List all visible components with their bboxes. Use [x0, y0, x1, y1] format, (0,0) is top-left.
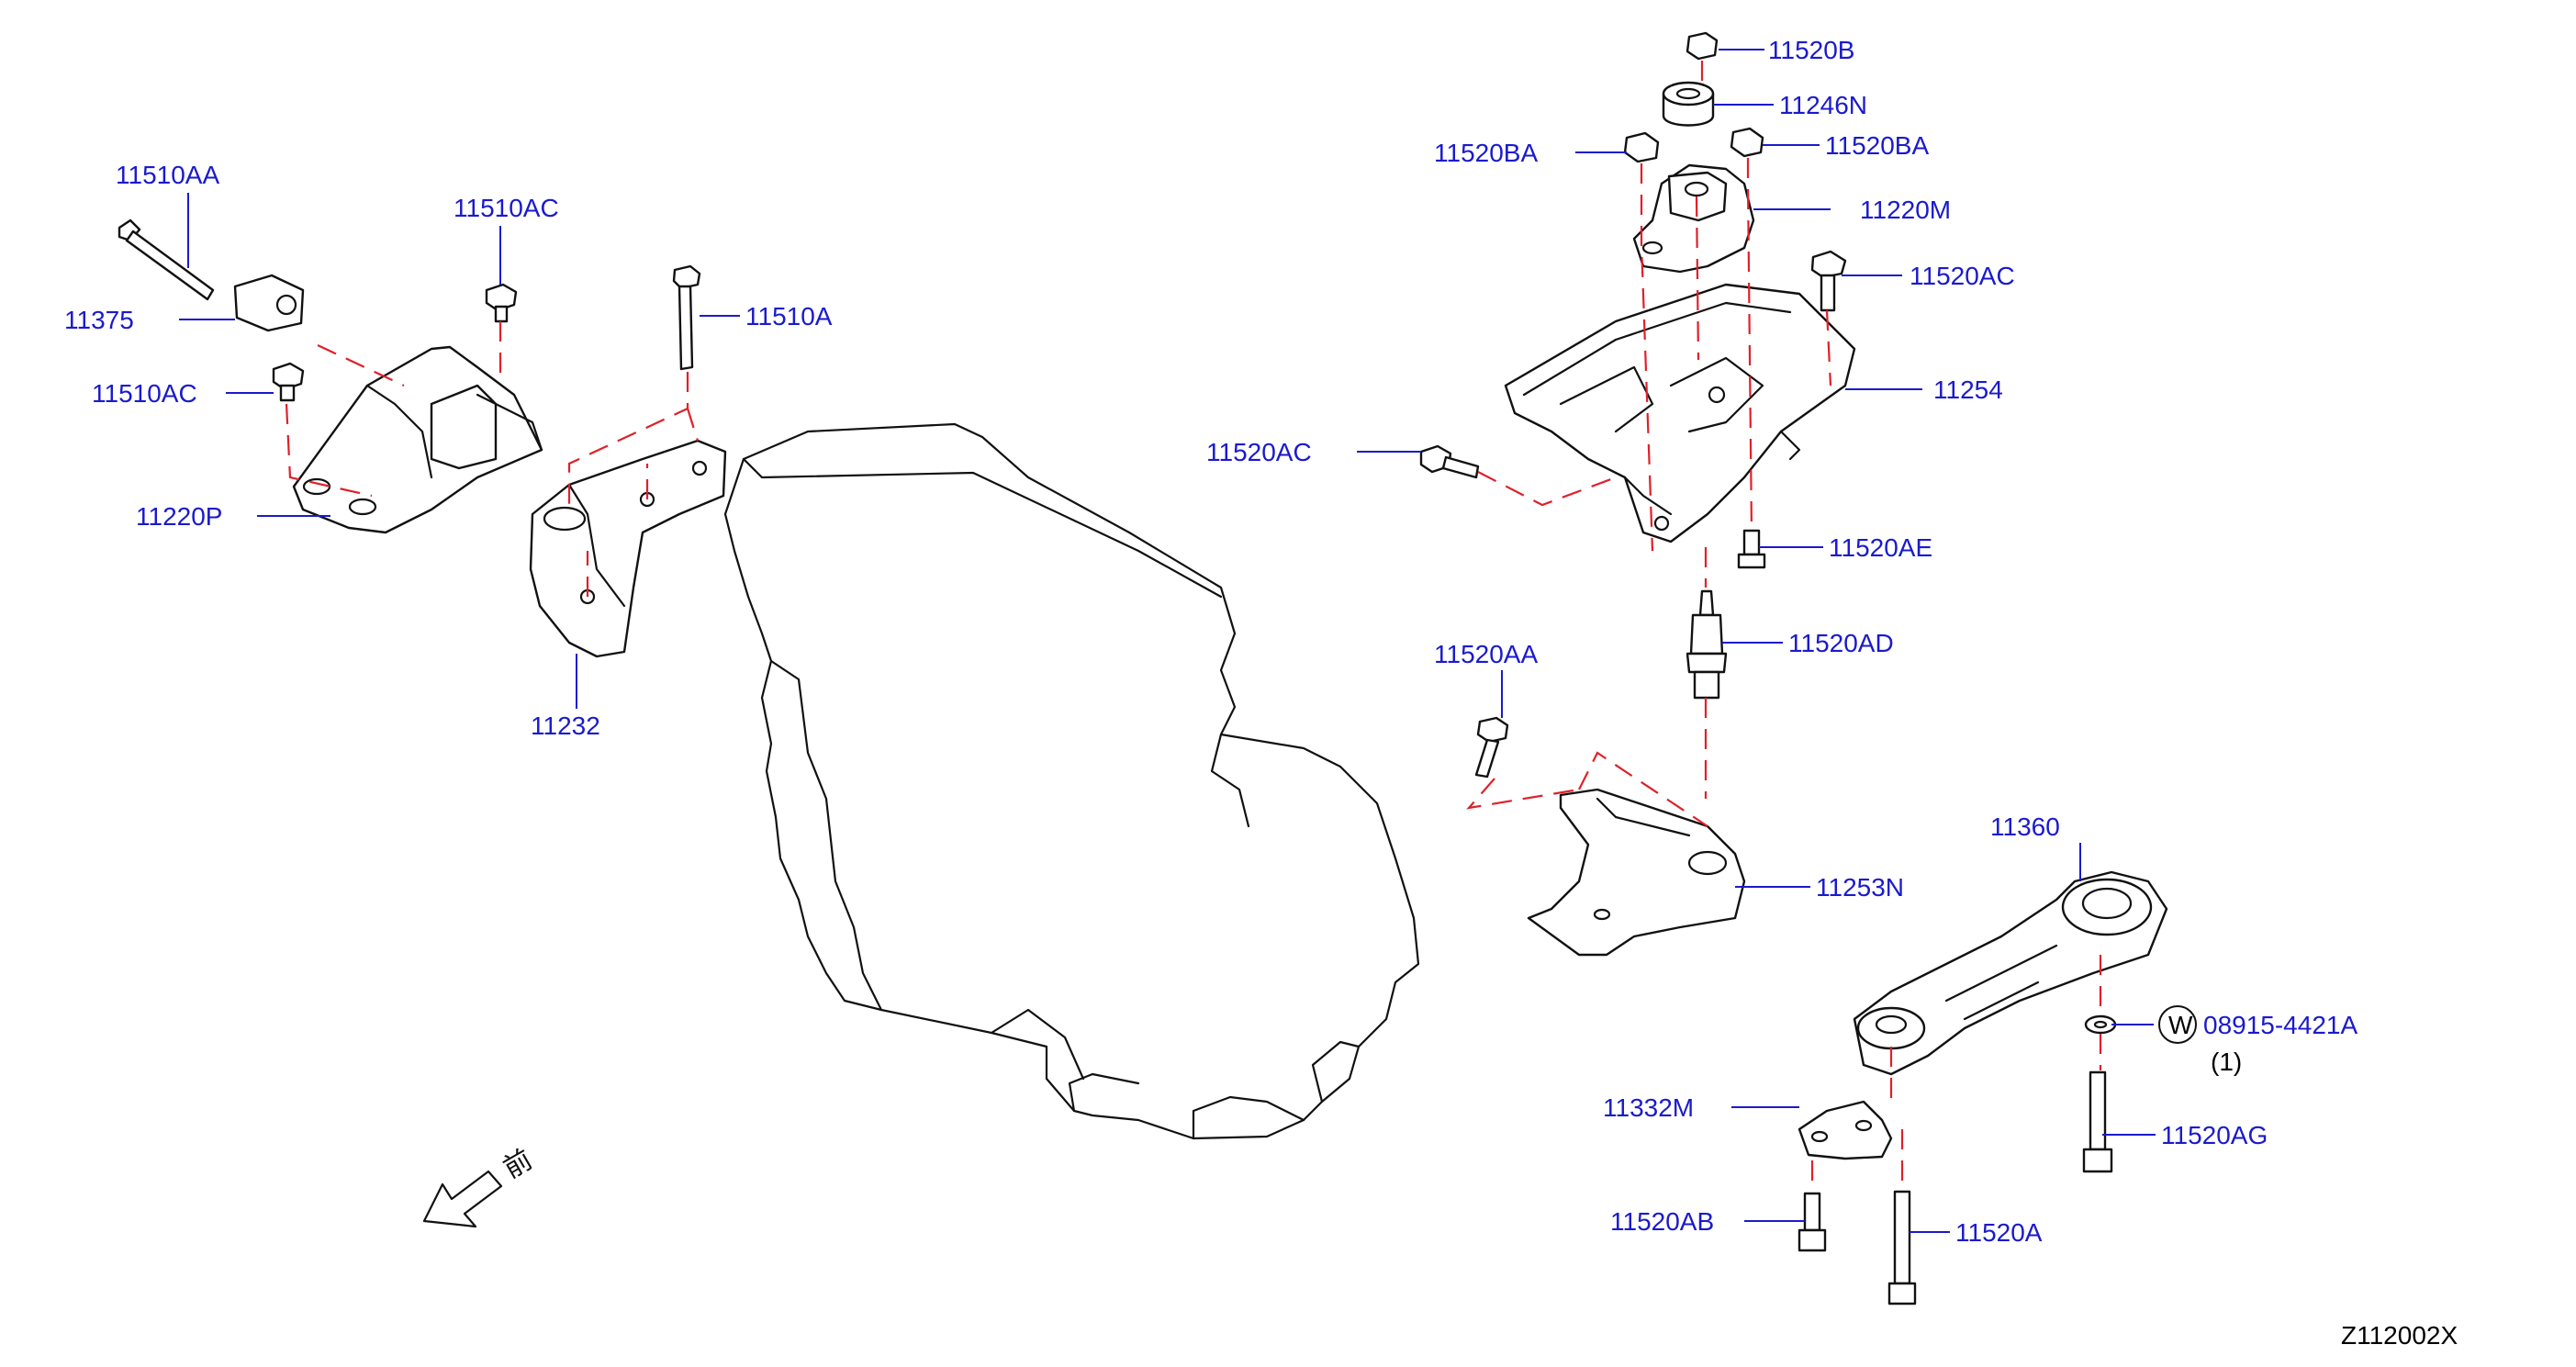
nut-11520BA-left — [1623, 131, 1660, 163]
mount-11220M — [1632, 163, 1755, 274]
bolt-11510A — [672, 264, 701, 371]
label-11520AG[interactable]: 11520AG — [2161, 1121, 2268, 1149]
bracket-11253N — [1527, 788, 1746, 957]
part-labels: 11510AA 11375 11510AC 11510AC 11220P 115… — [64, 36, 2358, 1247]
front-arrow-icon — [422, 1170, 503, 1228]
bolt-11520AE — [1737, 529, 1766, 569]
label-11253N[interactable]: 11253N — [1816, 873, 1904, 902]
torque-rod-11360 — [1853, 870, 2168, 1076]
label-11520AC-left[interactable]: 11520AC — [1206, 438, 1312, 466]
label-11520A[interactable]: 11520A — [1955, 1218, 2043, 1247]
bolt-11510AA — [118, 218, 215, 301]
label-11520AE[interactable]: 11520AE — [1829, 533, 1932, 562]
nut-11520BA-right — [1730, 127, 1764, 158]
bolt-11520AG — [2082, 1070, 2113, 1173]
front-arrow: 前 — [422, 1144, 538, 1228]
washer-symbol-circle — [2158, 1005, 2197, 1044]
nut-11520B — [1686, 31, 1719, 61]
leader-lines — [179, 49, 2156, 1233]
bolt-11520AB — [1798, 1192, 1827, 1252]
bolt-11520AC-left — [1419, 444, 1480, 479]
label-11520AD[interactable]: 11520AD — [1788, 629, 1894, 657]
clip-11375 — [233, 274, 305, 332]
washer-symbol: W — [2168, 1011, 2193, 1039]
diagram-id: Z112002X — [2341, 1321, 2458, 1350]
label-11375[interactable]: 11375 — [64, 306, 134, 334]
label-11220M[interactable]: 11220M — [1860, 196, 1951, 224]
label-11510AC-upper[interactable]: 11510AC — [454, 194, 559, 222]
bracket-11232 — [529, 439, 727, 658]
label-11520BA-left[interactable]: 11520BA — [1434, 139, 1538, 167]
bracket-11254 — [1504, 283, 1856, 543]
label-11246N[interactable]: 11246N — [1779, 91, 1867, 119]
label-11520AA[interactable]: 11520AA — [1434, 640, 1538, 668]
label-11232[interactable]: 11232 — [531, 712, 600, 740]
mount-11220P — [292, 345, 543, 534]
label-11220P[interactable]: 11220P — [136, 502, 222, 531]
washer-qty: (1) — [2211, 1048, 2242, 1076]
label-11254[interactable]: 11254 — [1933, 375, 2003, 404]
engine-outline — [723, 422, 1420, 1140]
bolt-11510AC-lower — [272, 362, 305, 402]
label-11520AB[interactable]: 11520AB — [1610, 1207, 1714, 1236]
bolt-11520AA — [1474, 716, 1509, 779]
label-11510AA[interactable]: 11510AA — [116, 161, 219, 189]
washer-08915-4421A — [2084, 1014, 2117, 1035]
label-11520B[interactable]: 11520B — [1768, 36, 1854, 64]
label-11510AC-lower[interactable]: 11510AC — [92, 379, 197, 408]
stud-11520AD — [1686, 589, 1728, 700]
bush-11246N — [1662, 81, 1715, 127]
label-11360[interactable]: 11360 — [1990, 812, 2060, 841]
bolt-11520A — [1887, 1190, 1917, 1305]
front-marker: 前 — [498, 1144, 538, 1185]
bolt-11510AC-upper — [485, 283, 518, 323]
label-11510A[interactable]: 11510A — [745, 302, 833, 331]
bolt-11520AC-right — [1810, 250, 1847, 312]
label-11332M[interactable]: 11332M — [1603, 1093, 1694, 1122]
assembly-dash-lines — [285, 61, 2102, 1192]
label-11520BA-right[interactable]: 11520BA — [1825, 131, 1929, 160]
bracket-11332M — [1798, 1100, 1893, 1160]
label-11520AC-right[interactable]: 11520AC — [1910, 262, 2015, 290]
label-08915-4421A[interactable]: 08915-4421A — [2203, 1011, 2358, 1039]
